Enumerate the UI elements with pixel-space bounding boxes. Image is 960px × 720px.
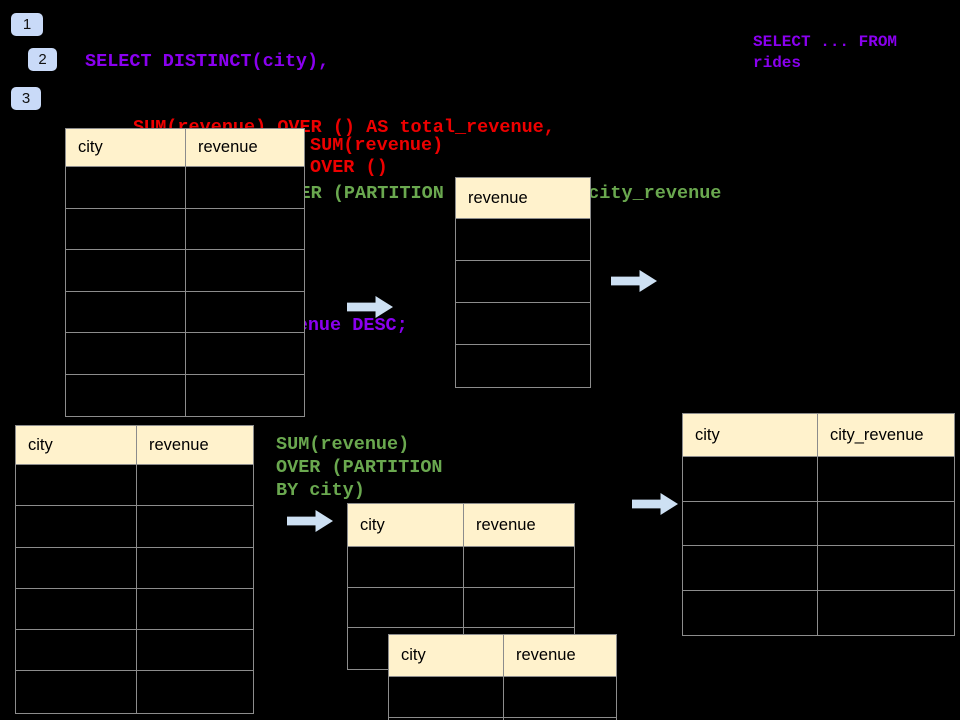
column-header-city: city [683, 414, 818, 457]
table-row [348, 547, 574, 588]
empty-cell [186, 333, 304, 375]
empty-cell [16, 588, 137, 631]
empty-cell [137, 671, 253, 712]
table-row [683, 590, 954, 636]
table-row [389, 677, 616, 718]
empty-cell [683, 590, 818, 635]
column-header-revenue: revenue [137, 426, 253, 465]
table-row [16, 506, 253, 548]
column-header-revenue: revenue [186, 129, 304, 167]
empty-cell [16, 630, 137, 672]
empty-cell [137, 465, 253, 507]
empty-cell [137, 548, 253, 589]
column-header-city: city [389, 635, 504, 677]
empty-cell [389, 718, 504, 720]
right-arrow-icon [287, 510, 333, 532]
table-row [456, 345, 590, 387]
from-rides-note: SELECT ... FROM rides [753, 33, 898, 72]
empty-cell [683, 546, 818, 591]
empty-cell [464, 588, 574, 629]
step-badge-1: 1 [11, 13, 43, 36]
header-row: revenue [456, 178, 590, 219]
sql-line-select: SELECT DISTINCT(city), [85, 51, 330, 72]
empty-cell [456, 261, 590, 303]
sum-partition-note: SUM(revenue) OVER (PARTITION BY city) [276, 434, 443, 501]
column-header-city: city [16, 426, 137, 465]
table-row [456, 261, 590, 303]
table-row [348, 587, 574, 629]
table-row [16, 465, 253, 507]
empty-cell [16, 547, 137, 589]
empty-cell [66, 167, 186, 209]
empty-cell [818, 591, 954, 636]
empty-cell [818, 502, 954, 546]
table-row [66, 167, 304, 209]
empty-cell [389, 677, 504, 718]
empty-cell [186, 250, 304, 292]
empty-cell [16, 506, 137, 548]
empty-cell [456, 219, 590, 261]
table-row [66, 250, 304, 292]
column-header-revenue: revenue [456, 178, 590, 219]
empty-cell [818, 457, 954, 502]
column-header-revenue: revenue [464, 504, 574, 547]
empty-cell [348, 547, 464, 588]
empty-cell [504, 677, 616, 718]
column-header-city: city [66, 129, 186, 167]
sum-over-note: SUM(revenue) OVER () [310, 135, 444, 178]
empty-cell [186, 375, 304, 417]
table-row [683, 457, 954, 502]
column-header-city_revenue: city_revenue [818, 414, 954, 457]
table-row [66, 208, 304, 250]
empty-cell [16, 671, 137, 713]
empty-cell [456, 345, 590, 387]
empty-cell [16, 465, 137, 507]
empty-cell [186, 209, 304, 250]
table-row [683, 501, 954, 546]
table-row [389, 718, 616, 720]
step-badge-3: 3 [11, 87, 41, 110]
total-revenue-table: revenue [455, 177, 591, 388]
empty-cell [137, 630, 253, 672]
table-row [66, 291, 304, 333]
table-row [66, 333, 304, 375]
empty-cell [464, 547, 574, 588]
empty-cell [66, 208, 186, 250]
table-row [16, 547, 253, 589]
empty-cell [186, 167, 304, 209]
right-arrow-icon [632, 493, 678, 515]
empty-cell [137, 506, 253, 548]
column-header-city: city [348, 504, 464, 547]
empty-cell [818, 546, 954, 591]
empty-cell [66, 291, 186, 333]
step-badge-2: 2 [28, 48, 57, 71]
table-row [683, 546, 954, 591]
table-row [16, 588, 253, 631]
table-row [16, 671, 253, 713]
empty-cell [683, 457, 818, 502]
empty-cell [66, 374, 186, 416]
table-row [456, 303, 590, 345]
empty-cell [348, 587, 464, 629]
empty-cell [683, 501, 818, 546]
column-header-revenue: revenue [504, 635, 616, 677]
empty-cell [66, 333, 186, 375]
empty-cell [456, 303, 590, 345]
table-row [456, 219, 590, 261]
empty-cell [66, 250, 186, 292]
table-row [16, 630, 253, 672]
table-row [66, 374, 304, 417]
empty-cell [137, 589, 253, 631]
empty-cell [186, 292, 304, 333]
